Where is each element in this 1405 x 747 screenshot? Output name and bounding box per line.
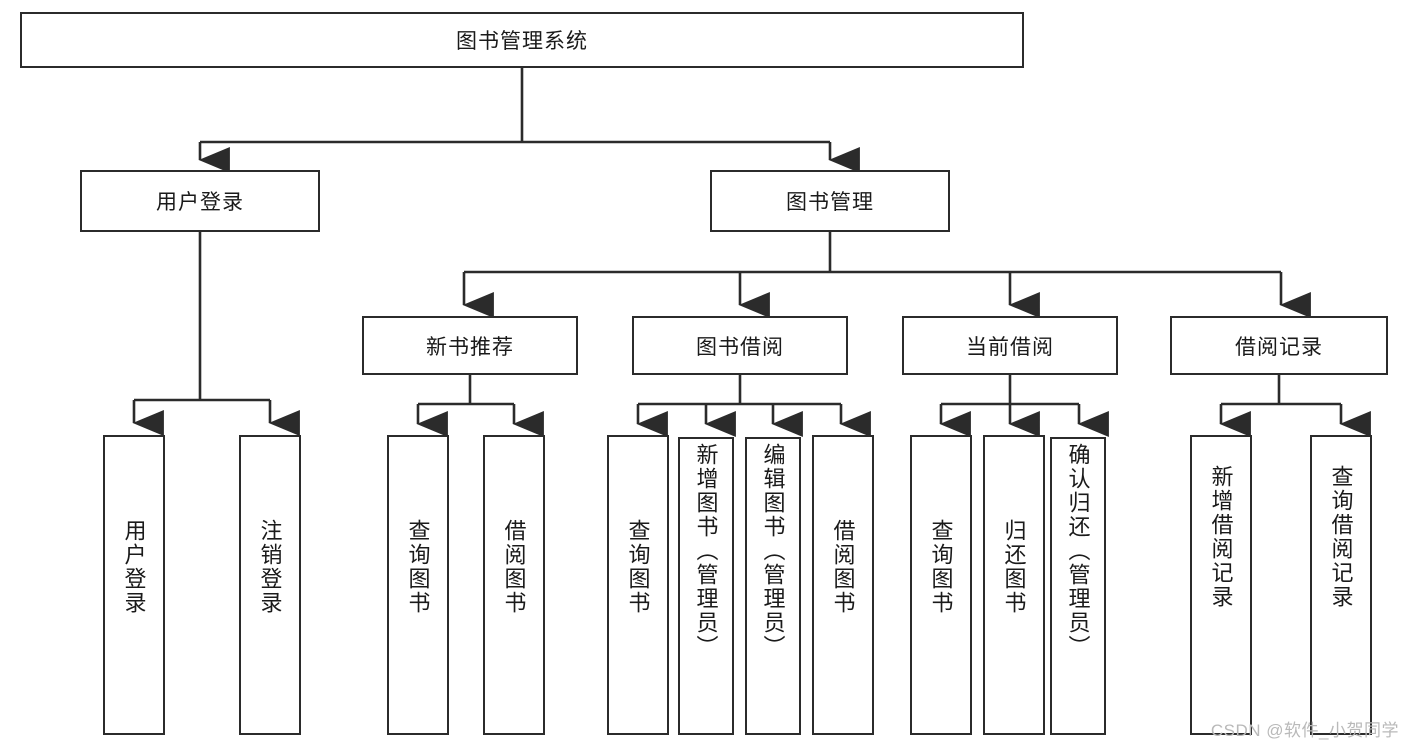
leaf-edit-book-admin[interactable]: 编辑图书（管理员） [745,437,801,735]
leaf-return-books[interactable]: 归还图书 [983,435,1045,735]
leaf-label: 新增借阅记录 [1208,465,1234,609]
node-book-borrow[interactable]: 图书借阅 [632,316,848,375]
node-root-book-management-system[interactable]: 图书管理系统 [20,12,1024,68]
node-current-borrow[interactable]: 当前借阅 [902,316,1118,375]
node-label: 借阅记录 [1235,335,1323,359]
leaf-label: 编辑图书（管理员） [760,443,786,659]
leaf-query-books-recommend[interactable]: 查询图书 [387,435,449,735]
leaf-confirm-return-admin[interactable]: 确认归还（管理员） [1050,437,1106,735]
leaf-label: 注销登录 [257,519,283,615]
node-label: 图书管理 [786,191,874,214]
leaf-borrow-books-recommend[interactable]: 借阅图书 [483,435,545,735]
leaf-label: 归还图书 [1001,519,1027,615]
node-label: 用户登录 [156,191,244,214]
node-borrow-records[interactable]: 借阅记录 [1170,316,1388,375]
leaf-label: 查询图书 [928,519,954,615]
leaf-label: 查询图书 [625,519,651,615]
leaf-user-login[interactable]: 用户登录 [103,435,165,735]
leaf-query-books-borrow[interactable]: 查询图书 [607,435,669,735]
leaf-query-books-current[interactable]: 查询图书 [910,435,972,735]
node-label: 新书推荐 [426,335,514,359]
leaf-label: 借阅图书 [830,519,856,615]
node-label: 图书借阅 [696,335,784,359]
leaf-label: 新增图书（管理员） [693,443,719,659]
leaf-query-borrow-record[interactable]: 查询借阅记录 [1310,435,1372,735]
leaf-borrow-books[interactable]: 借阅图书 [812,435,874,735]
leaf-label: 借阅图书 [501,519,527,615]
node-label: 当前借阅 [966,335,1054,359]
leaf-label: 确认归还（管理员） [1065,443,1091,659]
node-book-management[interactable]: 图书管理 [710,170,950,232]
leaf-add-borrow-record[interactable]: 新增借阅记录 [1190,435,1252,735]
leaf-label: 查询借阅记录 [1328,465,1354,609]
leaf-add-book-admin[interactable]: 新增图书（管理员） [678,437,734,735]
node-user-login[interactable]: 用户登录 [80,170,320,232]
leaf-logout[interactable]: 注销登录 [239,435,301,735]
leaf-label: 查询图书 [405,519,431,615]
node-new-book-recommendation[interactable]: 新书推荐 [362,316,578,375]
watermark: CSDN @软件_小贺同学 [1210,721,1399,740]
leaf-label: 用户登录 [121,519,147,615]
node-label: 图书管理系统 [456,30,588,53]
